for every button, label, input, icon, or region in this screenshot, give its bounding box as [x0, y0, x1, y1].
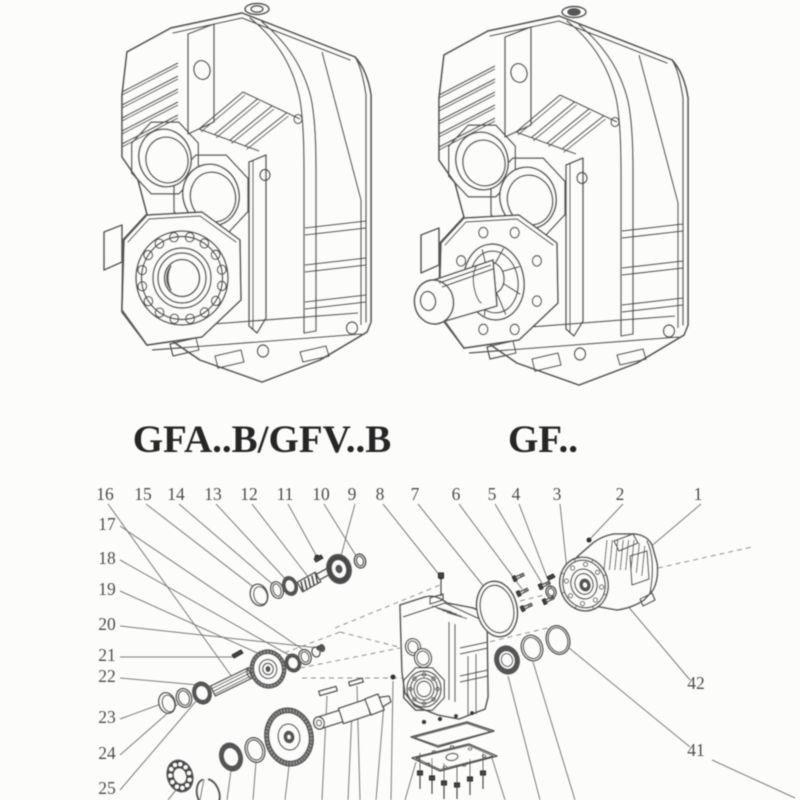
- svg-text:4: 4: [512, 484, 521, 504]
- svg-text:24: 24: [98, 743, 116, 763]
- svg-text:GF..: GF..: [508, 418, 578, 461]
- svg-text:25: 25: [98, 778, 116, 798]
- svg-text:12: 12: [240, 484, 258, 504]
- svg-text:23: 23: [98, 707, 116, 727]
- svg-text:16: 16: [96, 484, 114, 504]
- svg-text:14: 14: [167, 484, 185, 504]
- svg-text:1: 1: [694, 484, 703, 504]
- svg-text:8: 8: [376, 484, 385, 504]
- svg-text:22: 22: [98, 666, 116, 686]
- svg-text:3: 3: [553, 484, 562, 504]
- svg-text:13: 13: [204, 484, 222, 504]
- svg-text:6: 6: [452, 484, 461, 504]
- svg-text:GFA..B/GFV..B: GFA..B/GFV..B: [133, 418, 392, 461]
- svg-text:21: 21: [98, 645, 116, 665]
- svg-text:41: 41: [687, 740, 705, 760]
- svg-text:9: 9: [348, 484, 357, 504]
- svg-text:5: 5: [488, 484, 497, 504]
- svg-text:19: 19: [98, 579, 116, 599]
- svg-text:17: 17: [98, 514, 116, 534]
- svg-text:20: 20: [98, 614, 116, 634]
- svg-text:7: 7: [411, 484, 420, 504]
- svg-text:15: 15: [134, 484, 152, 504]
- svg-text:2: 2: [616, 484, 625, 504]
- svg-text:11: 11: [277, 484, 294, 504]
- svg-text:18: 18: [98, 548, 116, 568]
- svg-text:42: 42: [687, 673, 705, 693]
- svg-text:10: 10: [312, 484, 330, 504]
